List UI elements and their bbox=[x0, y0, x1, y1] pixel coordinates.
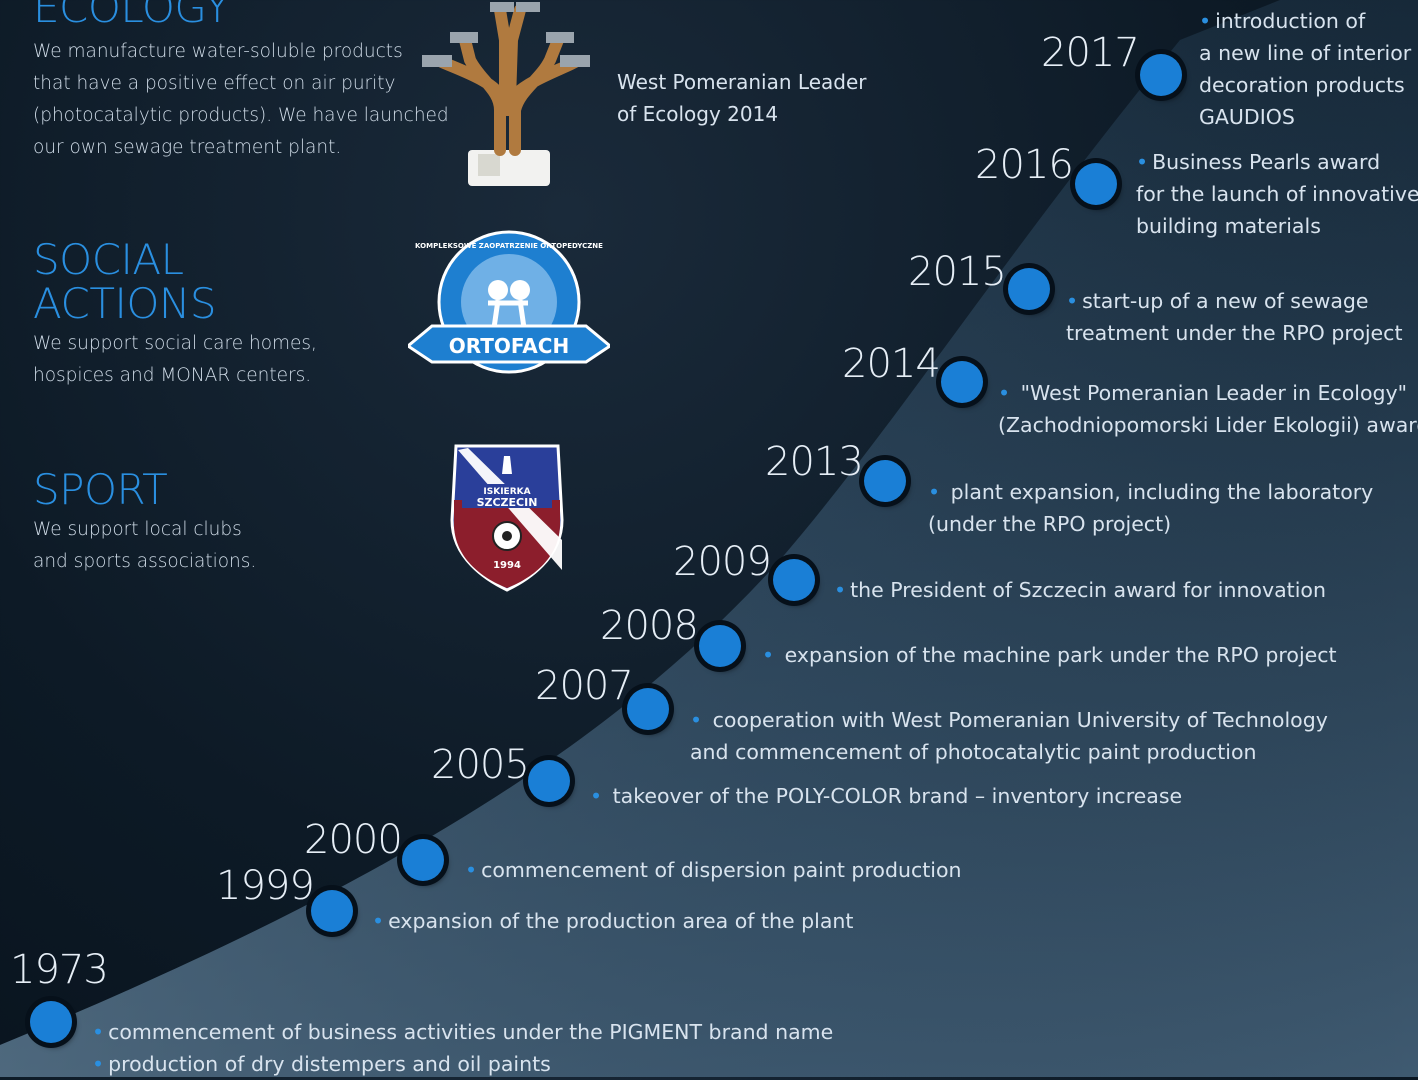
ortofach-name: ORTOFACH bbox=[449, 334, 569, 358]
event-line: cooperation with West Pomeranian Univers… bbox=[712, 708, 1328, 732]
social-title-line: ACTIONS bbox=[33, 279, 216, 328]
event-line: (under the RPO project) bbox=[928, 512, 1172, 536]
year-label: 2013 bbox=[765, 439, 864, 485]
timeline-dot bbox=[864, 460, 906, 502]
timeline-event: •Business Pearls award for the launch of… bbox=[1136, 150, 1418, 238]
iskierka-name: ISKIERKA bbox=[483, 487, 530, 497]
event-line: and commencement of photocatalytic paint… bbox=[690, 740, 1257, 764]
timeline-event: •start-up of a new of sewage treatment u… bbox=[1066, 289, 1403, 345]
timeline-event: •commencement of business activities und… bbox=[92, 1020, 834, 1076]
social-text-line: hospices and MONAR centers. bbox=[33, 365, 312, 386]
timeline-dot bbox=[528, 760, 570, 802]
timeline-event: • expansion of the machine park under th… bbox=[762, 643, 1337, 667]
event-line: decoration products bbox=[1199, 73, 1405, 97]
ecology-award-trophy-image bbox=[422, 2, 590, 186]
event-line: production of dry distempers and oil pai… bbox=[108, 1052, 551, 1076]
event-line: commencement of dispersion paint product… bbox=[481, 858, 962, 882]
timeline-dot bbox=[311, 890, 353, 932]
timeline-dot bbox=[627, 688, 669, 730]
event-line: treatment under the RPO project bbox=[1066, 321, 1403, 345]
ortofach-arc-text: KOMPLEKSOWE ZAOPATRZENIE ORTOPEDYCZNE bbox=[415, 242, 603, 250]
event-line: GAUDIOS bbox=[1199, 105, 1295, 129]
year-label: 2017 bbox=[1041, 30, 1140, 76]
event-line: plant expansion, including the laborator… bbox=[950, 480, 1374, 504]
timeline-dot bbox=[773, 559, 815, 601]
award-caption: West Pomeranian Leader of Ecology 2014 bbox=[617, 66, 866, 130]
timeline-dot bbox=[699, 625, 741, 667]
ortofach-logo: ORTOFACH KOMPLEKSOWE ZAOPATRZENIE ORTOPE… bbox=[408, 230, 610, 374]
event-line: a new line of interior bbox=[1199, 41, 1412, 65]
timeline-dot bbox=[1140, 54, 1182, 96]
timeline-event: •the President of Szczecin award for inn… bbox=[834, 578, 1326, 602]
event-line: "West Pomeranian Leader in Ecology" bbox=[1020, 381, 1408, 405]
event-line: commencement of business activities unde… bbox=[108, 1020, 834, 1044]
year-label: 2014 bbox=[842, 341, 941, 387]
event-line: for the launch of innovative bbox=[1136, 182, 1418, 206]
award-caption-line: of Ecology 2014 bbox=[617, 102, 779, 126]
event-line: Business Pearls award bbox=[1152, 150, 1381, 174]
ecology-text-line: (photocatalytic products). We have launc… bbox=[33, 105, 449, 126]
social-section: SOCIAL ACTIONS We support social care ho… bbox=[33, 238, 317, 392]
sport-text-line: and sports associations. bbox=[33, 551, 257, 572]
social-title-line: SOCIAL bbox=[33, 235, 184, 284]
timeline-event: • "West Pomeranian Leader in Ecology" (Z… bbox=[998, 377, 1418, 441]
iskierka-szczecin-logo: ISKIERKA SZCZECIN 1994 bbox=[450, 444, 564, 592]
year-label: 2008 bbox=[600, 603, 699, 649]
year-label: 2016 bbox=[975, 142, 1074, 188]
timeline-event: • takeover of the POLY-COLOR brand – inv… bbox=[590, 784, 1183, 808]
year-label: 2007 bbox=[535, 663, 634, 709]
event-line: (Zachodniopomorski Lider Ekologii) award bbox=[998, 413, 1418, 437]
event-line: the President of Szczecin award for inno… bbox=[850, 578, 1326, 602]
award-caption-line: West Pomeranian Leader bbox=[617, 70, 867, 94]
event-line: expansion of the production area of the … bbox=[388, 909, 854, 933]
ecology-text-line: We manufacture water-soluble products bbox=[33, 41, 403, 62]
ecology-text-line: our own sewage treatment plant. bbox=[33, 137, 342, 158]
year-label: 2009 bbox=[673, 539, 772, 585]
timeline-event: •commencement of dispersion paint produc… bbox=[465, 858, 962, 882]
event-line: introduction of bbox=[1215, 9, 1366, 33]
year-label: 1973 bbox=[10, 947, 109, 993]
timeline-dot bbox=[402, 839, 444, 881]
sport-title: SPORT bbox=[33, 465, 168, 514]
timeline-dot bbox=[1075, 163, 1117, 205]
ecology-section: ECOLOGY We manufacture water-soluble pro… bbox=[33, 0, 449, 164]
sport-text-line: We support local clubs bbox=[33, 519, 242, 540]
event-line: building materials bbox=[1136, 214, 1321, 238]
event-line: expansion of the machine park under the … bbox=[784, 643, 1337, 667]
social-text-line: We support social care homes, bbox=[33, 333, 317, 354]
sport-section: SPORT We support local clubs and sports … bbox=[33, 468, 256, 578]
ecology-text-line: that have a positive effect on air purit… bbox=[33, 73, 396, 94]
year-label: 2005 bbox=[431, 742, 530, 788]
timeline-event: • plant expansion, including the laborat… bbox=[928, 480, 1374, 536]
event-line: start-up of a new of sewage bbox=[1082, 289, 1369, 313]
timeline-dot bbox=[941, 361, 983, 403]
iskierka-year: 1994 bbox=[493, 560, 521, 571]
year-label: 1999 bbox=[216, 863, 315, 909]
year-label: 2015 bbox=[908, 249, 1007, 295]
timeline-dot bbox=[30, 1001, 72, 1043]
event-line: takeover of the POLY-COLOR brand – inven… bbox=[612, 784, 1183, 808]
timeline-dot bbox=[1008, 268, 1050, 310]
year-label: 2000 bbox=[304, 817, 403, 863]
iskierka-city: SZCZECIN bbox=[477, 496, 538, 509]
timeline-event: • cooperation with West Pomeranian Unive… bbox=[690, 708, 1328, 764]
timeline-event: •expansion of the production area of the… bbox=[372, 909, 854, 933]
timeline-event: •introduction of a new line of interior … bbox=[1199, 9, 1412, 129]
ecology-title: ECOLOGY bbox=[33, 0, 230, 32]
